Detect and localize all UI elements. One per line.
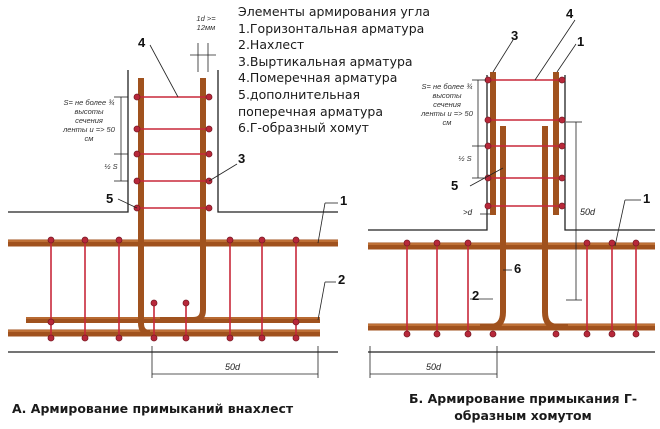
diagram-b-label-4: 4 [566, 6, 574, 21]
diagram-b-caption-text: Б. Армирование примыкания Г-образным хом… [408, 391, 638, 423]
diagram-a-label-1: 1 [340, 193, 348, 208]
diagram-b-outline-right [564, 75, 655, 231]
diagram-a-overlap-note: 1d >= 12мм [196, 14, 216, 32]
diagram-b-label-3: 3 [511, 28, 519, 43]
diagram-a-caption: А. Армирование примыканий внахлест [12, 401, 294, 416]
diagram-b-outline-left [368, 75, 488, 231]
diagram-b-caption: Б. Армирование примыкания Г-образным хом… [400, 390, 646, 424]
diagram-a-stirrups [137, 96, 209, 209]
diagram-a-spacing-note: S= не более ¾ высоты сечения ленты и => … [63, 98, 115, 143]
diagram-b-label-2: 2 [472, 288, 480, 303]
diagram-b-transverse-ties [406, 246, 637, 334]
diagram-b-half-s: ½ S [458, 154, 472, 163]
diagram-a-label-3: 3 [238, 151, 246, 166]
legend-item: 4.Померечная арматура [238, 70, 398, 86]
diagram-b-label-6: 6 [514, 261, 522, 276]
diagram-b-length-bottom: 50d [426, 362, 442, 372]
diagram-b-l-hook-right [542, 126, 568, 330]
diagram-a-transverse-ties [50, 243, 297, 338]
diagram-a-vertical-rebar-right [160, 78, 206, 323]
legend-title: Элементы армирования угла [238, 4, 430, 19]
diagram-b-stirrups [488, 79, 562, 207]
diagram-a-label-5: 5 [106, 191, 114, 206]
legend: Элементы армирования угла 1.Горизонтальн… [238, 4, 430, 137]
legend-item: поперечная арматура [238, 103, 383, 119]
diagram-b-label-5: 5 [451, 178, 459, 193]
diagram-a-half-s: ½ S [104, 162, 118, 171]
diagram-a-label-4: 4 [138, 35, 146, 50]
legend-item: 2.Нахлест [238, 37, 305, 53]
diagram-a-length: 50d [225, 362, 241, 372]
diagram-b-length-side: 50d [580, 207, 596, 217]
diagram-a-outline-right [217, 70, 338, 213]
diagram-b [368, 19, 655, 378]
legend-item: 3.Выртикальная арматура [238, 53, 413, 69]
legend-item: 5.дополнительная [238, 86, 361, 102]
diagram-a [8, 43, 338, 378]
legend-item: 6.Г-образный хомут [238, 120, 369, 136]
legend-item: 1.Горизонтальная арматура [238, 20, 425, 36]
diagram-a-label-2: 2 [338, 272, 346, 287]
diagram-b-l-hook-left [480, 126, 506, 330]
diagram-b-spacing-note: S= не более ¾ высоты сечения ленты и => … [421, 82, 473, 127]
diagram-a-outline [8, 70, 129, 213]
diagram-b-label-1-right: 1 [643, 191, 651, 206]
diagram-a-vertical-rebar-left [138, 78, 151, 336]
diagram-b-gap-note: >d [463, 208, 473, 217]
diagram-b-label-1: 1 [577, 34, 585, 49]
